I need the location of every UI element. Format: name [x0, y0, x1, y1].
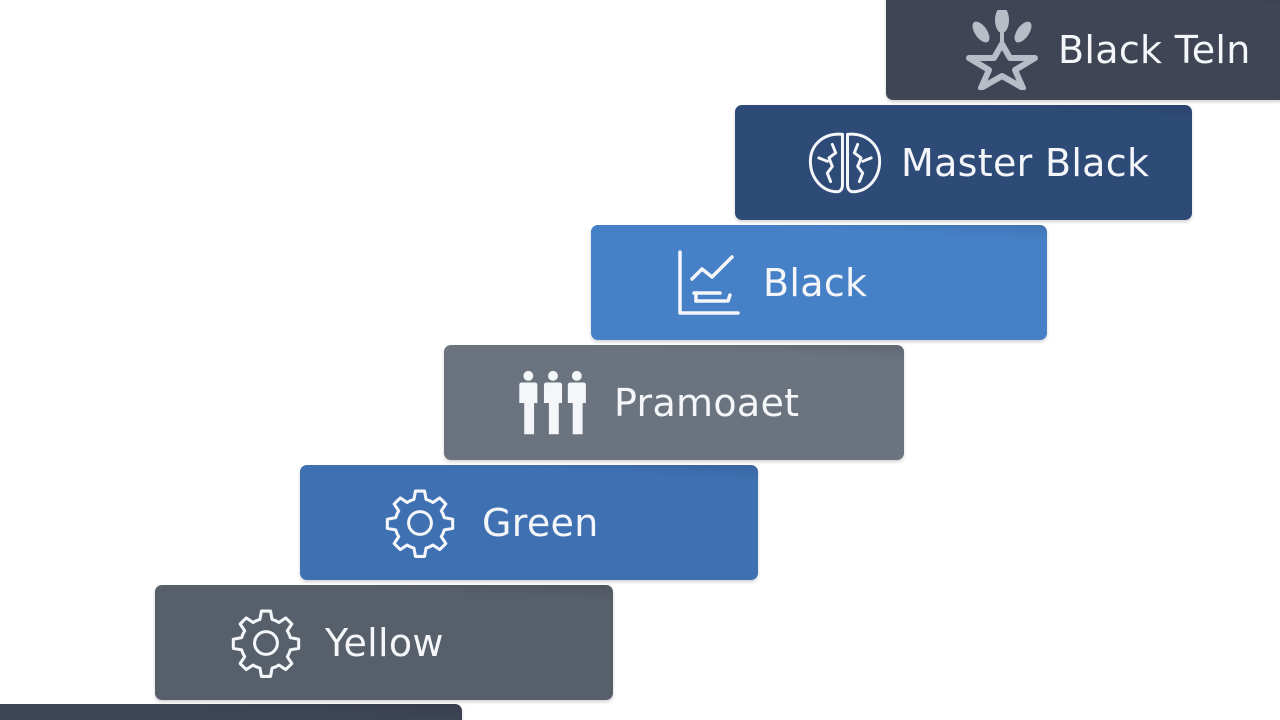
- step-label: Pramoaet: [614, 380, 800, 425]
- step-label: Black: [763, 260, 868, 305]
- step-green: Green: [300, 465, 758, 580]
- chart-icon: [675, 249, 741, 317]
- step-master-black: Master Black: [735, 105, 1192, 220]
- brain-icon: [805, 129, 885, 197]
- step-pramoaet: Pramoaet: [444, 345, 904, 460]
- step-label: Black Teln: [1058, 28, 1251, 72]
- step-label: Yellow: [325, 620, 444, 665]
- people-icon: [514, 368, 592, 438]
- step-label: Master Black: [901, 140, 1150, 185]
- step-yellow: Yellow: [155, 585, 613, 700]
- step-black-teln: Black Teln: [886, 0, 1280, 100]
- gear-icon: [380, 485, 460, 561]
- step-label: Green: [482, 500, 599, 545]
- step-black: Black: [591, 225, 1047, 340]
- step-base: [0, 704, 462, 720]
- gear-icon: [227, 605, 305, 681]
- star-leaf-icon: [964, 10, 1040, 90]
